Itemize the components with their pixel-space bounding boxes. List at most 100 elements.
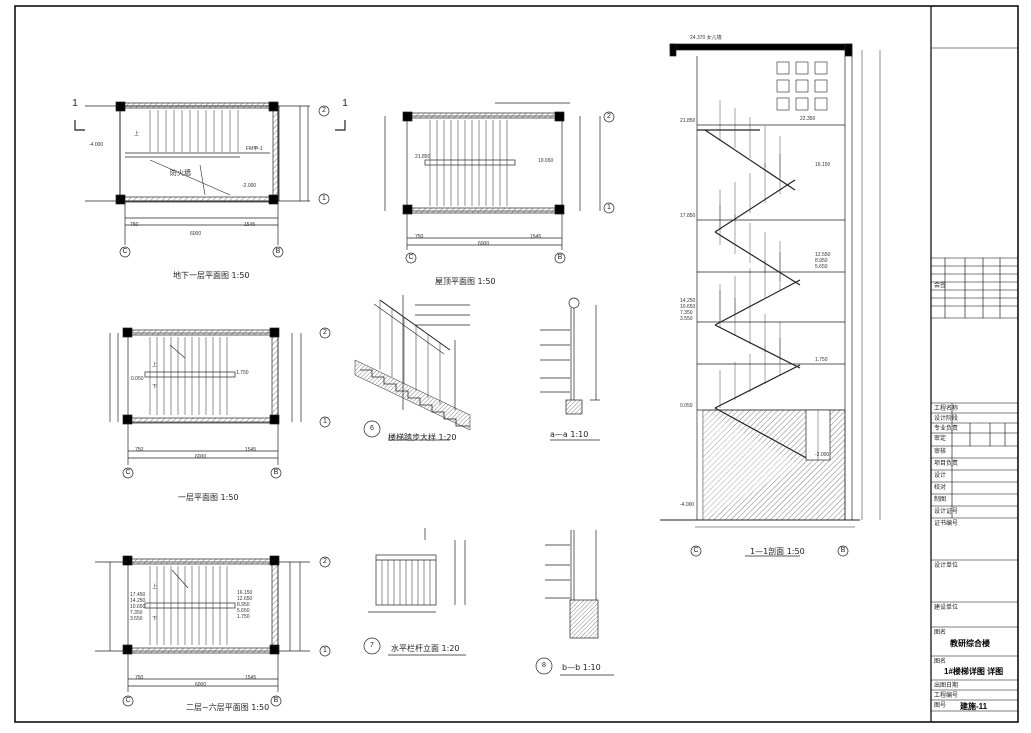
- section-elev-9: 5.650: [815, 264, 828, 270]
- roof-axis-1: 1: [607, 204, 611, 211]
- typical-elev-r3: 5.650: [237, 608, 250, 614]
- basement-plan: [74, 101, 346, 258]
- typical-elev-l1: 14.250: [130, 598, 146, 604]
- first-axis-b: B: [273, 469, 279, 476]
- basement-door-label: FM甲-1: [246, 146, 263, 152]
- tb-sign-label: 会签: [934, 283, 947, 289]
- roof-dim-left: 750: [415, 234, 424, 240]
- section-axis-c: C: [693, 547, 699, 554]
- tb-drawing-label-top: 图名: [934, 630, 947, 636]
- section-elev-0: 21.850: [680, 118, 696, 124]
- tb-row-6: 设计: [934, 473, 947, 479]
- basement-axis-1: 1: [322, 195, 326, 202]
- basement-axis-2: 2: [322, 107, 326, 114]
- basement-axis-b: B: [275, 248, 281, 255]
- typical-elev-l4: 3.550: [130, 616, 143, 622]
- roof-axis-2: 2: [607, 113, 611, 120]
- first-axis-1: 1: [323, 418, 327, 425]
- typical-dim-left: 750: [135, 675, 144, 681]
- basement-dim-left: 750: [130, 222, 139, 228]
- first-axis-2: 2: [323, 329, 327, 336]
- tb-row-3: 审定: [934, 436, 947, 442]
- section-elev-2: 17.850: [680, 213, 696, 219]
- typical-axis-b: B: [273, 697, 279, 704]
- detail-6-number: 6: [370, 425, 374, 432]
- first-up-label: 上: [152, 362, 158, 368]
- tb-row-10: 证书编号: [934, 521, 959, 527]
- first-dim-total: 6000: [195, 454, 207, 460]
- basement-elev-left: -4.000: [89, 142, 104, 148]
- section-elev-14: -4.000: [680, 502, 695, 508]
- tb-row-8: 制图: [934, 497, 947, 503]
- typical-up-label: 上: [152, 584, 158, 590]
- roof-dim-right: 1545: [530, 234, 542, 240]
- tb-row-4: 审核: [934, 449, 947, 455]
- tb-drawing-label: 图名: [934, 659, 947, 665]
- typical-dim-total: 6000: [195, 682, 207, 688]
- typical-elev-l2: 10.650: [130, 604, 146, 610]
- first-down-label: 下: [152, 384, 158, 390]
- first-floor-plan-title: 一层平面图 1:50: [178, 493, 239, 502]
- first-elev: 1.750: [236, 370, 249, 376]
- tb-row-2: 专业负责: [934, 426, 959, 432]
- section-elev-13: -2.000: [815, 452, 830, 458]
- section-elev-8: 7.350: [680, 310, 693, 316]
- tb-drawing-name: 1#楼梯详图 详图: [944, 667, 1004, 676]
- roof-axis-b: B: [557, 254, 563, 261]
- detail-7-railing: [363, 528, 466, 656]
- typical-elev-r0: 16.150: [237, 590, 253, 596]
- first-elev2: 0.050: [131, 376, 144, 382]
- tb-drawing-number: 建施-11: [960, 702, 988, 711]
- detail-6-title: 楼梯踏步大样 1:20: [388, 433, 457, 442]
- roof-plan: [384, 102, 615, 264]
- section-elev-6: 10.650: [680, 304, 696, 310]
- roof-elev-left: 21.850: [415, 154, 431, 160]
- typical-elev-r2: 8.950: [237, 602, 250, 608]
- first-floor-plan: [109, 327, 331, 479]
- detail-8-title: b—b 1:10: [562, 663, 601, 672]
- detail-8-b-b: [535, 530, 614, 676]
- section-elev-1: 22.350: [800, 116, 816, 122]
- typical-floor-plan-title: 二层~六层平面图 1:50: [186, 703, 270, 712]
- roof-dim-total: 6000: [478, 241, 490, 247]
- roof-plan-title: 屋顶平面图 1:50: [435, 277, 496, 286]
- tb-date-label: 出图日期: [934, 683, 959, 689]
- basement-dim-right: 1545: [244, 222, 256, 228]
- typical-down-label: 下: [152, 616, 158, 622]
- title-block-grid: [931, 47, 1018, 712]
- tb-project-name: 教研综合楼: [950, 639, 990, 648]
- section-elev-12: 0.050: [680, 403, 693, 409]
- detail-8-number: 8: [542, 662, 546, 669]
- roof-axis-c: C: [408, 254, 414, 261]
- typical-floor-plan: [95, 555, 331, 707]
- section-elev-5: 12.550: [815, 252, 831, 258]
- typical-elev-r1: 12.650: [237, 596, 253, 602]
- section-title: 1—1剖面 1:50: [750, 547, 805, 556]
- detail-7-title: 水平栏杆立面 1:20: [391, 644, 460, 653]
- typical-axis-2: 2: [323, 558, 327, 565]
- tb-sheet-label: 工程编号: [934, 693, 959, 699]
- basement-dim-total: 6000: [190, 231, 202, 237]
- detail-a-a-title: a—a 1:10: [550, 430, 589, 439]
- tb-row-0: 工程名称: [934, 406, 959, 412]
- tb-row-1: 设计阶段: [934, 416, 959, 422]
- tb-number-label: 图号: [934, 703, 947, 709]
- detail-7-number: 7: [370, 642, 374, 649]
- section-elev-10: 3.550: [680, 316, 693, 322]
- first-axis-c: C: [125, 469, 131, 476]
- section-mark-left: 1: [72, 98, 78, 109]
- first-dim-left: 750: [135, 447, 144, 453]
- typical-axis-c: C: [125, 697, 131, 704]
- basement-axis-c: C: [122, 248, 128, 255]
- section-axis-b: B: [840, 547, 846, 554]
- typical-elev-l3: 7.350: [130, 610, 143, 616]
- section-elev-3: 16.150: [815, 162, 831, 168]
- tb-row-7: 校对: [934, 485, 947, 491]
- first-dim-right: 1545: [245, 447, 257, 453]
- detail-6-stair-step: [354, 295, 471, 441]
- typical-elev-r4: 1.750: [237, 614, 250, 620]
- section-elev-4: 14.250: [680, 298, 696, 304]
- roof-elev-right: 19.650: [538, 158, 554, 164]
- basement-up-label: 上: [134, 131, 140, 137]
